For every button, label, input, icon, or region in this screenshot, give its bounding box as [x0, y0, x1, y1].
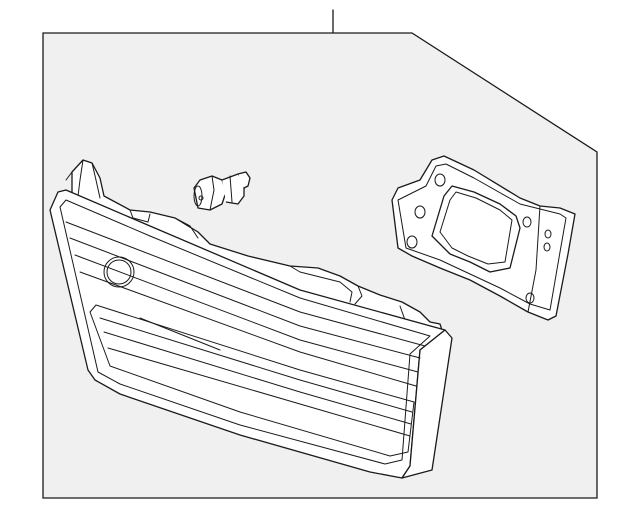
lens-rib: [79, 271, 417, 387]
lens-rib: [69, 237, 421, 359]
lamp-tab: [129, 209, 151, 223]
round-reflector: [103, 256, 135, 288]
lens-highlight: [139, 317, 221, 351]
bracket-hole: [414, 205, 426, 219]
socket-barrel: [221, 173, 245, 205]
lamp-side-edge: [401, 329, 453, 479]
bracket-window: [431, 185, 521, 273]
lamp-clip: [91, 162, 101, 199]
mounting-bracket: [391, 155, 576, 321]
bracket-hole: [543, 242, 551, 252]
lens-rib: [65, 221, 426, 347]
bracket-hole: [544, 229, 552, 239]
socket-tip: [237, 171, 251, 189]
round-reflector-inner: [106, 259, 132, 285]
bracket-hole: [434, 173, 446, 187]
socket-pin: [198, 195, 204, 201]
bracket-window-inner: [439, 191, 513, 265]
lamp-tab: [289, 265, 353, 303]
socket-edge: [209, 175, 215, 211]
bracket-rim: [397, 163, 567, 311]
bracket-hole: [406, 235, 418, 249]
lens-rib: [74, 254, 419, 373]
lens-rib: [107, 347, 411, 437]
lamp-clip: [65, 171, 73, 191]
tail-lamp-lens: [49, 159, 453, 479]
lamp-lens-inner-border: [59, 199, 431, 465]
lamp-tab: [354, 285, 363, 305]
lamp-lower-panel: [89, 304, 415, 457]
bulb-socket: [193, 171, 251, 211]
lamp-tab: [174, 217, 199, 239]
bracket-hole: [522, 216, 532, 228]
lens-rib: [99, 317, 413, 413]
socket-ring: [229, 175, 233, 203]
lamp-clip: [77, 159, 84, 197]
lens-rib: [103, 331, 412, 425]
bracket-flange: [527, 205, 541, 313]
socket-hex-body: [193, 175, 227, 211]
